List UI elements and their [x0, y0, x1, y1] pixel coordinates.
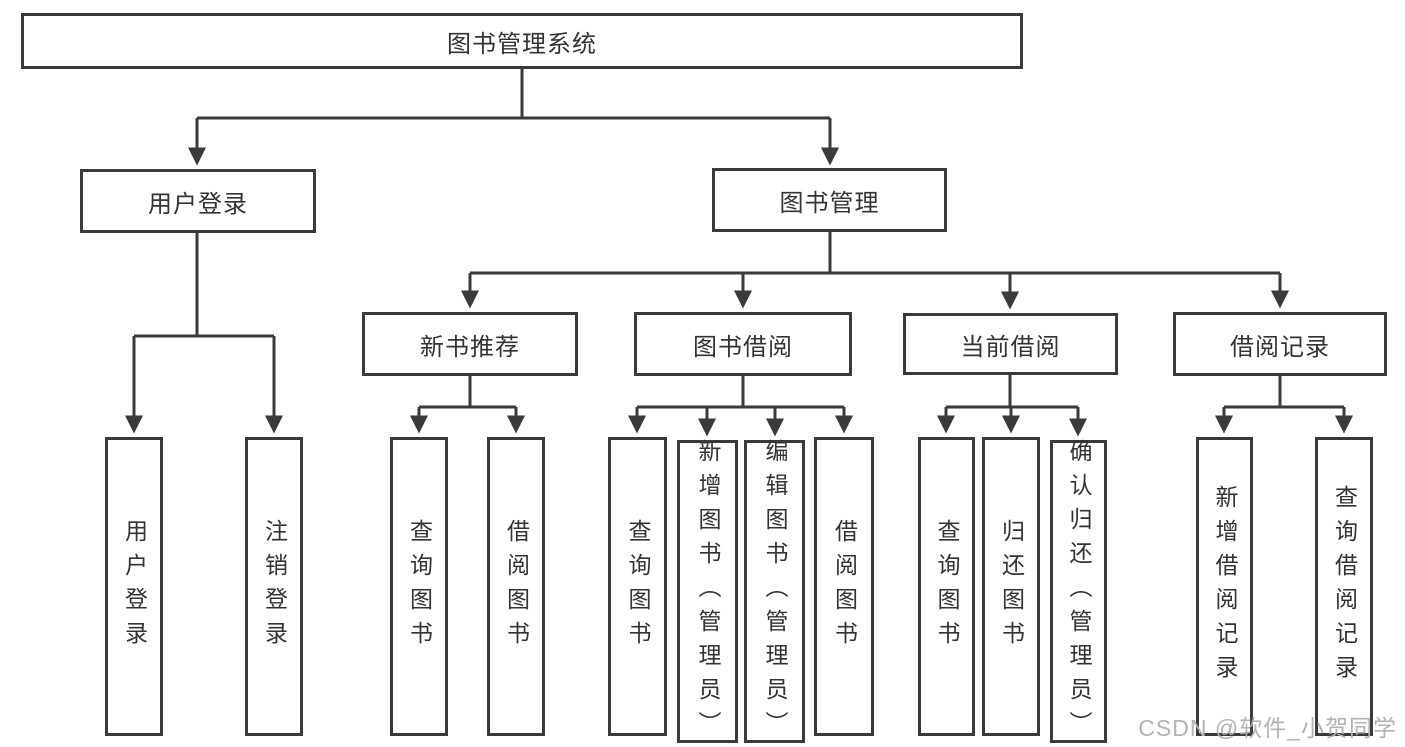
node-query-borrow-record-label: 查询借阅记录: [1331, 484, 1358, 689]
node-user-login-group-label: 用户登录: [148, 190, 248, 218]
node-user-login-label: 用户登录: [121, 518, 148, 655]
node-edit-books-admin-label: 编辑图书（管理员）: [762, 438, 788, 745]
node-confirm-return-admin-label: 确认归还（管理员）: [1066, 438, 1092, 745]
node-borrow-records: 借阅记录: [1173, 312, 1387, 376]
node-book-management-label: 图书管理: [779, 189, 880, 217]
node-user-login: 用户登录: [105, 437, 163, 736]
node-user-login-group: 用户登录: [80, 169, 316, 233]
node-edit-books-admin: 编辑图书（管理员）: [744, 438, 805, 745]
node-confirm-return-admin: 确认归还（管理员）: [1050, 438, 1107, 745]
node-current-borrowing-label: 当前借阅: [960, 333, 1061, 361]
node-logout: 注销登录: [245, 437, 303, 736]
node-query-books-recommend: 查询图书: [390, 437, 448, 736]
node-book-borrowing-label: 图书借阅: [693, 333, 793, 361]
node-borrow-books-recommend-label: 借阅图书: [503, 518, 530, 655]
node-library-system: 图书管理系统: [21, 13, 1023, 69]
node-return-books-label: 归还图书: [998, 518, 1025, 655]
node-query-borrow-record: 查询借阅记录: [1315, 437, 1373, 736]
node-add-books-admin-label: 新增图书（管理员）: [695, 438, 721, 745]
node-borrow-books-recommend: 借阅图书: [487, 437, 545, 736]
node-book-borrowing: 图书借阅: [634, 312, 852, 376]
node-borrow-books-label: 借阅图书: [831, 518, 858, 655]
node-current-borrowing: 当前借阅: [903, 313, 1118, 375]
node-add-borrow-record: 新增借阅记录: [1196, 437, 1253, 736]
node-return-books: 归还图书: [982, 437, 1040, 736]
node-query-books-current-label: 查询图书: [934, 518, 960, 655]
node-query-books-recommend-label: 查询图书: [406, 518, 433, 655]
node-borrow-records-label: 借阅记录: [1230, 333, 1330, 361]
node-logout-label: 注销登录: [261, 518, 288, 655]
node-query-books-current: 查询图书: [918, 437, 975, 736]
csdn-watermark: CSDN @软件_小贺同学: [1138, 715, 1397, 741]
node-new-book-recommend: 新书推荐: [362, 312, 578, 376]
node-query-books-borrowing-label: 查询图书: [625, 518, 651, 655]
node-query-books-borrowing: 查询图书: [608, 437, 667, 736]
node-add-borrow-record-label: 新增借阅记录: [1212, 484, 1238, 689]
node-book-management: 图书管理: [712, 168, 947, 232]
node-library-system-label: 图书管理系统: [447, 30, 597, 58]
node-add-books-admin: 新增图书（管理员）: [677, 438, 738, 745]
node-borrow-books: 借阅图书: [814, 437, 874, 736]
node-new-book-recommend-label: 新书推荐: [420, 333, 520, 361]
